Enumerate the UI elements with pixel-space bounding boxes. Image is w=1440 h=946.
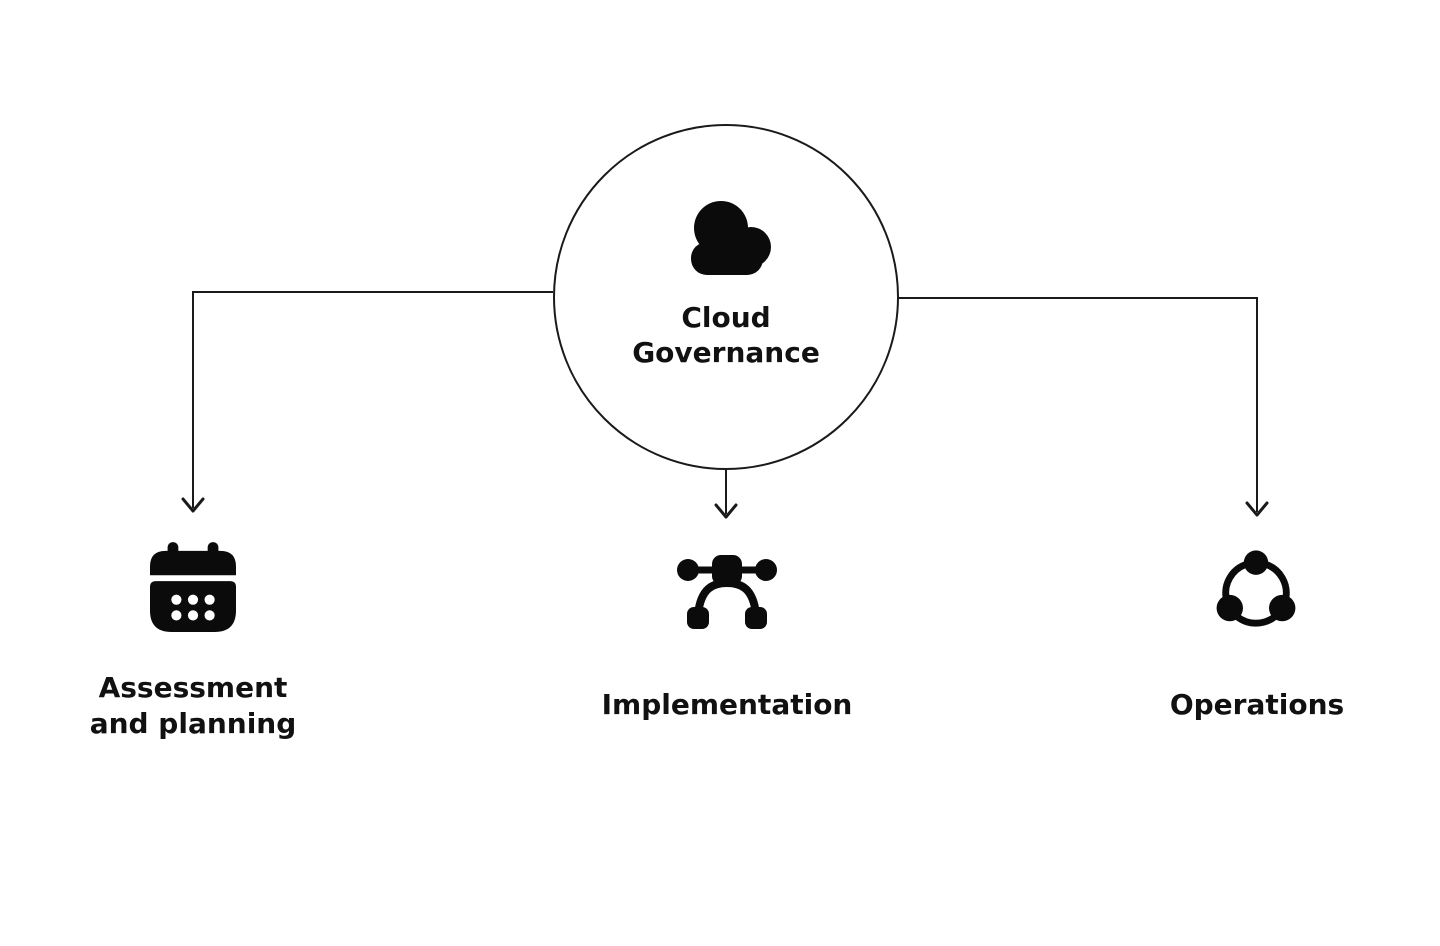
root-node-label: Cloud Governance bbox=[632, 301, 820, 369]
node-label-implementation: Implementation bbox=[601, 688, 853, 721]
share-network-icon bbox=[1212, 545, 1300, 635]
connector-left bbox=[181, 291, 553, 513]
arrowhead-down-icon bbox=[181, 497, 205, 513]
calendar-icon bbox=[150, 542, 236, 634]
connector-right bbox=[899, 297, 1269, 517]
arrowhead-down-icon bbox=[1245, 501, 1269, 517]
arrowhead-down-icon bbox=[714, 503, 738, 519]
node-label-assessment-planning: Assessment and planning bbox=[89, 671, 297, 740]
node-label-operations: Operations bbox=[1169, 688, 1345, 721]
cloud-icon bbox=[683, 200, 771, 275]
vector-nodes-icon bbox=[677, 552, 777, 630]
connector-middle bbox=[714, 470, 738, 519]
root-node-cloud-governance bbox=[553, 124, 899, 470]
